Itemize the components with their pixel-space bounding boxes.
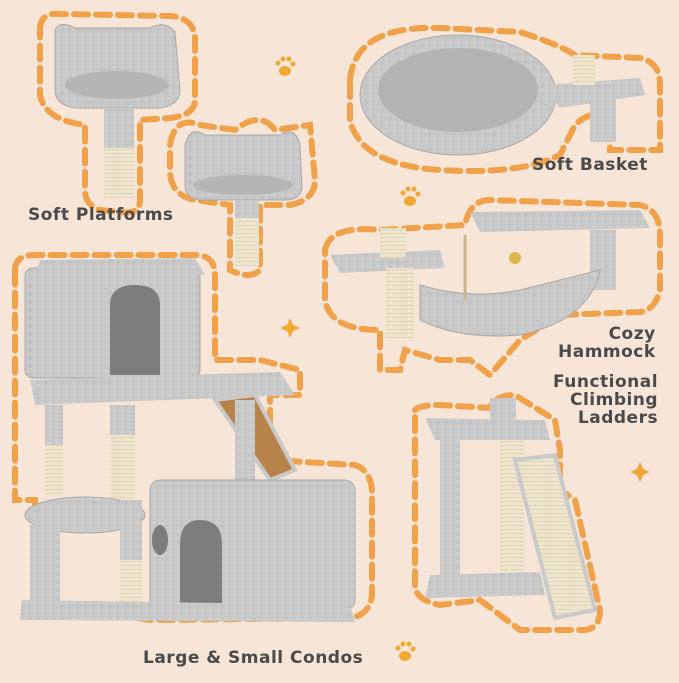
- hammock-post-sisal: [380, 228, 406, 258]
- condo-post-sisal: [110, 435, 135, 500]
- sparkle-icon: [630, 462, 650, 482]
- condo-post: [110, 405, 135, 435]
- condos-label: Large & Small Condos: [143, 648, 364, 668]
- dashed-outline: [37, 10, 198, 216]
- hammock-post-sisal: [386, 268, 414, 338]
- dashed-outline: [12, 252, 375, 624]
- platform-post-sisal: [235, 218, 259, 266]
- upper-condo-door: [110, 285, 160, 375]
- soft-platforms-label: Soft Platforms: [28, 205, 174, 225]
- climbing-ladders-line: Functional: [553, 372, 659, 392]
- paw-icon: [395, 641, 416, 661]
- basket-post: [590, 92, 616, 142]
- sparkles: [280, 318, 650, 482]
- dashed-outline: [167, 117, 319, 278]
- soft-basket-label: Soft Basket: [532, 155, 648, 175]
- condo-post: [45, 405, 63, 445]
- platform-post-sisal: [104, 148, 134, 198]
- hammock-top-board: [470, 210, 650, 232]
- platform-post-top: [104, 108, 134, 148]
- condo-post: [120, 500, 142, 560]
- sparkle-icon: [280, 318, 300, 338]
- paw-icon: [400, 186, 421, 206]
- hanging-ball-toy: [509, 252, 521, 264]
- lower-condo-window: [152, 525, 168, 555]
- hammock-side-board: [330, 250, 445, 273]
- cozy-hammock-line: Cozy: [608, 324, 656, 344]
- ladder-post: [440, 440, 460, 580]
- ladder-post-top: [490, 398, 516, 420]
- paw-icon: [275, 56, 296, 76]
- hammock-fabric: [419, 269, 601, 337]
- cozy-hammock-panel: [322, 196, 663, 380]
- sisal-ladder: [512, 452, 598, 621]
- dashed-outline: [412, 391, 604, 633]
- condo-post: [30, 525, 60, 610]
- condos-panel: [12, 252, 375, 624]
- soft-basket-panel: [347, 24, 663, 174]
- platform-cushion: [193, 175, 293, 195]
- climbing-ladders-panel: [412, 391, 604, 633]
- cozy-hammock-label: Cozy Hammock: [558, 324, 656, 362]
- climbing-ladders-line: Climbing: [569, 389, 659, 410]
- platform-cushion: [65, 71, 169, 99]
- ladder-base: [425, 572, 545, 598]
- condo-post-sisal: [45, 445, 63, 495]
- lower-condo-door: [180, 520, 222, 610]
- basket-post-sisal: [573, 55, 595, 85]
- condo-post: [235, 400, 255, 490]
- climbing-ladders-line: Ladders: [577, 407, 659, 428]
- ladder-top-board: [425, 418, 550, 440]
- paw-prints: [275, 56, 421, 661]
- cozy-hammock-line: Hammock: [558, 341, 656, 362]
- condo-base: [20, 600, 355, 622]
- basket-inner: [378, 48, 538, 132]
- condo-post-sisal: [120, 560, 142, 605]
- condo-top-platform: [35, 258, 205, 278]
- platform-post-top: [235, 200, 259, 218]
- dashed-outline: [322, 196, 663, 380]
- climbing-ladders-label: Functional Climbing Ladders: [553, 372, 659, 428]
- soft-platforms-panel: [37, 10, 319, 278]
- side-basket: [24, 496, 146, 534]
